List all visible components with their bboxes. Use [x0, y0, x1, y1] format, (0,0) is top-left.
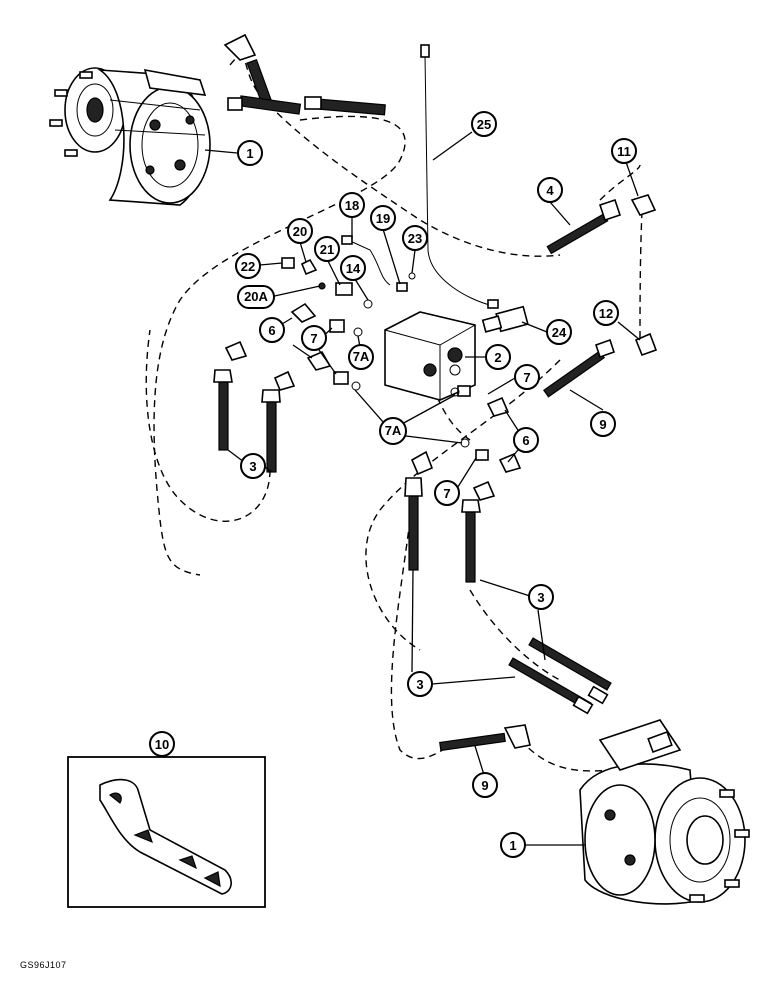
callout-7-left: 7: [301, 325, 327, 351]
callout-3-right: 3: [528, 584, 554, 610]
callout-20: 20: [287, 218, 313, 244]
callout-label: 3: [537, 590, 544, 605]
callout-label: 9: [481, 778, 488, 793]
callout-label: 18: [345, 198, 359, 213]
inset-hose-wrap: [67, 756, 266, 908]
callout-label: 7A: [385, 423, 402, 438]
callout-label: 7A: [353, 349, 370, 364]
callout-label: 7: [310, 331, 317, 346]
callout-label: 6: [268, 323, 275, 338]
callout-label: 25: [477, 117, 491, 132]
callout-10: 10: [149, 731, 175, 757]
callout-label: 1: [246, 146, 253, 161]
hoses: [213, 33, 622, 752]
callout-label: 3: [249, 459, 256, 474]
fittings: [281, 44, 658, 473]
callout-21: 21: [314, 236, 340, 262]
callout-1-bottom: 1: [500, 832, 526, 858]
callout-7-lower: 7: [434, 480, 460, 506]
callout-label: 20A: [244, 289, 268, 304]
callout-3-middle: 3: [407, 671, 433, 697]
callout-7A-lower: 7A: [379, 417, 407, 445]
callout-9-lower: 9: [472, 772, 498, 798]
callout-label: 10: [155, 737, 169, 752]
callout-label: 2: [494, 350, 501, 365]
callout-23: 23: [402, 225, 428, 251]
callout-11: 11: [611, 138, 637, 164]
callout-2: 2: [485, 344, 511, 370]
callout-6-right: 6: [513, 427, 539, 453]
callout-7A-upper: 7A: [348, 344, 374, 370]
callout-label: 23: [408, 231, 422, 246]
callout-label: 19: [376, 211, 390, 226]
callout-label: 3: [416, 677, 423, 692]
callout-14: 14: [340, 255, 366, 281]
callout-3-left: 3: [240, 453, 266, 479]
callout-6-left: 6: [259, 317, 285, 343]
callout-12: 12: [593, 300, 619, 326]
callout-label: 22: [241, 259, 255, 274]
callout-20A: 20A: [237, 285, 275, 309]
valve-block: [384, 311, 476, 401]
callout-label: 7: [443, 486, 450, 501]
callout-label: 12: [599, 306, 613, 321]
callout-label: 21: [320, 242, 334, 257]
callout-9-upper: 9: [590, 411, 616, 437]
callout-24: 24: [546, 319, 572, 345]
callout-label: 24: [552, 325, 567, 340]
callout-label: 6: [522, 433, 529, 448]
hydraulic-motor-top: [49, 67, 211, 206]
hydraulic-motor-bottom: [579, 719, 750, 905]
callout-label: 7: [523, 370, 530, 385]
callout-label: 14: [346, 261, 361, 276]
callout-18: 18: [339, 192, 365, 218]
callout-19: 19: [370, 205, 396, 231]
figure-code: GS96J107: [20, 960, 67, 970]
callout-1-top: 1: [237, 140, 263, 166]
callout-label: 4: [546, 183, 554, 198]
callout-label: 20: [293, 224, 307, 239]
callout-label: 1: [509, 838, 516, 853]
callout-7-right: 7: [514, 364, 540, 390]
callout-22: 22: [235, 253, 261, 279]
routing-lines: [145, 55, 643, 772]
callout-25: 25: [471, 111, 497, 137]
callout-4: 4: [537, 177, 563, 203]
callout-label: 11: [617, 144, 631, 159]
leader-lines: [204, 131, 641, 846]
callout-label: 9: [599, 417, 606, 432]
